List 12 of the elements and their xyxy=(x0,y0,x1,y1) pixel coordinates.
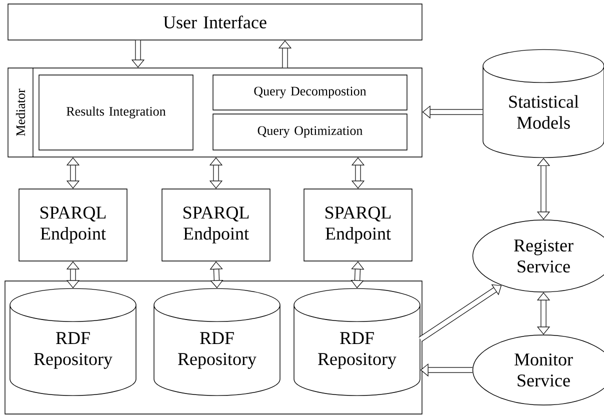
database-cylinder: RDF Repository xyxy=(10,288,136,396)
process-box: User Interface xyxy=(8,4,422,40)
process-box: SPARQL Endpoint xyxy=(162,188,270,262)
process-box: SPARQL Endpoint xyxy=(304,188,412,262)
process-box: SPARQL Endpoint xyxy=(18,188,128,262)
process-box: Results Integration xyxy=(38,74,194,150)
database-cylinder: RDF Repository xyxy=(294,288,420,396)
process-box: Query Optimization xyxy=(212,114,408,150)
database-cylinder: Statistical Models xyxy=(482,49,604,158)
group-box xyxy=(4,280,422,414)
database-cylinder: RDF Repository xyxy=(154,288,280,396)
process-box: Query Decompostion xyxy=(212,74,408,110)
